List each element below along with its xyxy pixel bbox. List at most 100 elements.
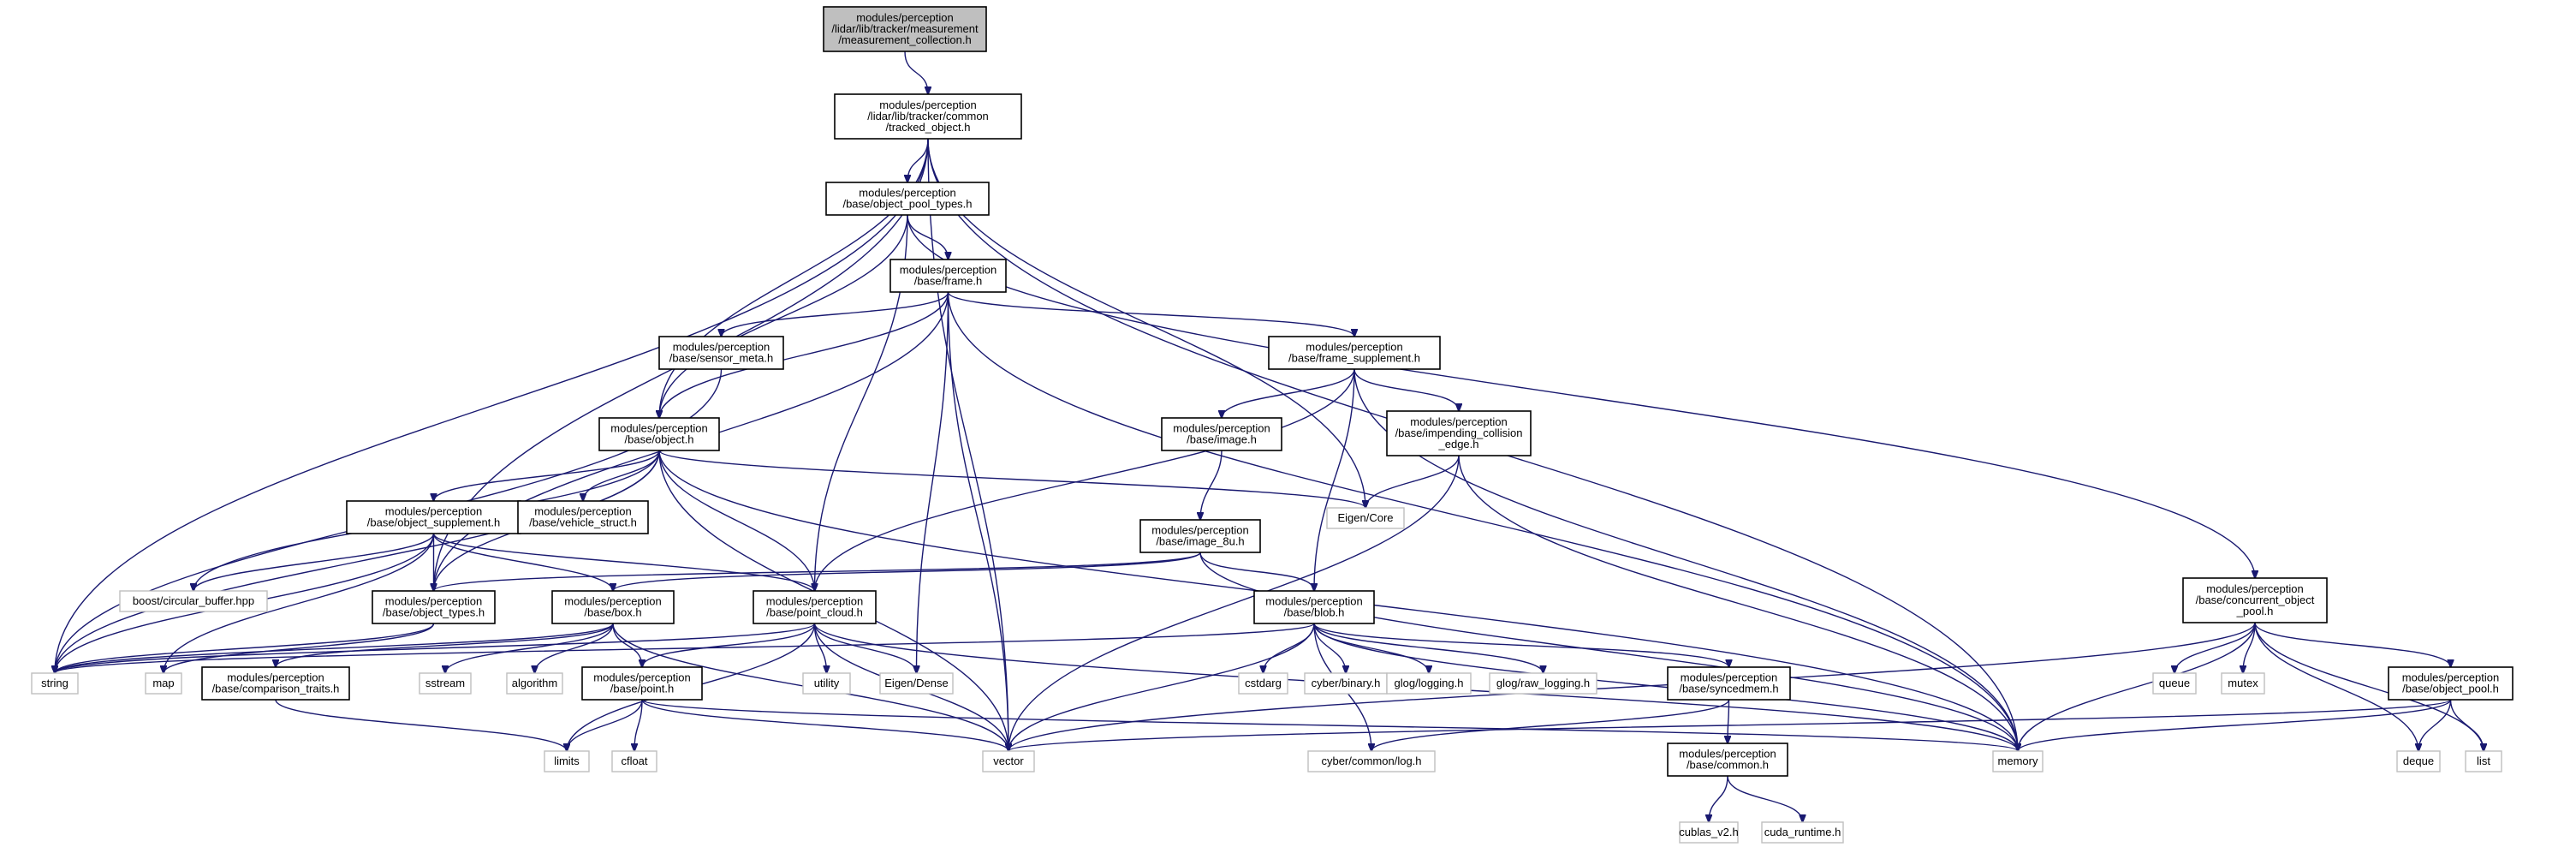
edge-syncedmem-to-cyber_common_log xyxy=(1371,699,1730,751)
node-deque: deque xyxy=(2396,750,2441,772)
node-box-image_8u[interactable] xyxy=(1139,519,1261,553)
node-box-sensor_meta[interactable] xyxy=(658,336,784,370)
node-syncedmem[interactable]: modules/perception/base/syncedmem.h xyxy=(1667,666,1791,701)
node-image_8u[interactable]: modules/perception/base/image_8u.h xyxy=(1139,519,1261,553)
node-box-point_cloud[interactable] xyxy=(753,590,877,624)
edge-tracked_object-to-string xyxy=(55,138,929,673)
node-box-glog_logging xyxy=(1386,672,1472,695)
edge-concurrent_object_pool-to-vector xyxy=(1008,622,2256,751)
node-frame_supplement[interactable]: modules/perception/base/frame_supplement… xyxy=(1268,336,1441,370)
edge-image_8u-to-box xyxy=(613,552,1201,591)
node-box-frame[interactable] xyxy=(889,259,1007,293)
edge-object_pool_types-to-object xyxy=(659,214,908,418)
node-image[interactable]: modules/perception/base/image.h xyxy=(1161,417,1282,451)
node-label-blob-line-0: modules/perception xyxy=(1265,595,1362,608)
edge-concurrent_object_pool-to-deque xyxy=(2254,622,2418,751)
node-label-frame-line-1: /base/frame.h xyxy=(914,275,983,288)
node-box-object_supplement[interactable] xyxy=(346,500,521,534)
edge-object_supplement-to-circular_buffer xyxy=(193,533,435,591)
node-box-cfloat xyxy=(611,750,657,772)
node-label-string-line-0: string xyxy=(41,677,68,689)
node-circular_buffer: boost/circular_buffer.hpp xyxy=(119,590,268,612)
node-box-sstream xyxy=(419,672,472,695)
edge-object-to-point_cloud xyxy=(658,450,815,591)
node-blob[interactable]: modules/perception/base/blob.h xyxy=(1253,590,1375,624)
node-label-sensor_meta-line-1: /base/sensor_meta.h xyxy=(669,352,773,365)
node-utility: utility xyxy=(802,672,851,695)
node-common[interactable]: modules/perception/base/common.h xyxy=(1667,743,1788,777)
edge-frame-to-eigen_dense xyxy=(917,291,949,673)
node-box-blob[interactable] xyxy=(1253,590,1375,624)
node-label-cublas_v2-line-0: cublas_v2.h xyxy=(1679,826,1738,838)
node-box-tracked_object[interactable] xyxy=(834,93,1022,140)
edge-object_supplement-to-point_cloud xyxy=(432,533,815,591)
node-tracked_object[interactable]: modules/perception/lidar/lib/tracker/com… xyxy=(834,93,1022,140)
node-glog_logging: glog/logging.h xyxy=(1386,672,1472,695)
node-label-measurement_collection-line-1: /lidar/lib/tracker/measurement xyxy=(831,22,979,35)
node-box-object_types[interactable] xyxy=(372,590,496,624)
edge-image_8u-to-memory xyxy=(1199,552,2018,751)
edge-concurrent_object_pool-to-memory xyxy=(2018,622,2256,751)
node-box-syncedmem[interactable] xyxy=(1667,666,1791,701)
node-point_cloud[interactable]: modules/perception/base/point_cloud.h xyxy=(753,590,877,624)
node-label-blob-line-1: /base/blob.h xyxy=(1284,606,1345,619)
node-box-point[interactable] xyxy=(581,666,703,701)
node-box-box[interactable] xyxy=(551,590,675,624)
node-label-box-line-0: modules/perception xyxy=(564,595,661,608)
node-box-frame_supplement[interactable] xyxy=(1268,336,1441,370)
node-box-concurrent_object_pool[interactable] xyxy=(2182,577,2328,623)
edge-point_cloud-to-string xyxy=(55,623,816,673)
node-concurrent_object_pool[interactable]: modules/perception/base/concurrent_objec… xyxy=(2182,577,2328,623)
node-point[interactable]: modules/perception/base/point.h xyxy=(581,666,703,701)
node-label-image_8u-line-1: /base/image_8u.h xyxy=(1156,535,1244,548)
node-label-eigen_core-line-0: Eigen/Core xyxy=(1337,511,1393,524)
node-sensor_meta[interactable]: modules/perception/base/sensor_meta.h xyxy=(658,336,784,370)
node-label-image-line-0: modules/perception xyxy=(1173,422,1270,435)
node-box-map xyxy=(145,672,182,695)
node-object[interactable]: modules/perception/base/object.h xyxy=(598,417,720,451)
node-label-object_pool-line-1: /base/object_pool.h xyxy=(2402,683,2499,695)
node-object_supplement[interactable]: modules/perception/base/object_supplemen… xyxy=(346,500,521,534)
node-box-object_pool[interactable] xyxy=(2388,666,2514,701)
edge-frame-to-frame_supplement xyxy=(947,291,1355,337)
edge-object-to-object_supplement xyxy=(434,450,660,501)
node-box-object[interactable] xyxy=(598,417,720,451)
node-box-vehicle_struct[interactable] xyxy=(517,500,649,534)
edge-blob-to-vector xyxy=(1008,623,1315,751)
edge-blob-to-glog_raw_logging xyxy=(1313,623,1544,673)
edge-point_cloud-to-eigen_dense xyxy=(813,623,917,673)
node-box[interactable]: modules/perception/base/box.h xyxy=(551,590,675,624)
node-box-common[interactable] xyxy=(1667,743,1788,777)
edge-image-to-image_8u xyxy=(1200,450,1223,520)
node-comparison_traits[interactable]: modules/perception/base/comparison_trait… xyxy=(201,666,350,701)
node-box-algorithm xyxy=(506,672,563,695)
edge-common-to-cuda_runtime xyxy=(1727,775,1803,822)
node-label-common-line-1: /base/common.h xyxy=(1687,759,1769,772)
node-label-list-line-0: list xyxy=(2477,755,2490,767)
node-object_pool[interactable]: modules/perception/base/object_pool.h xyxy=(2388,666,2514,701)
node-frame[interactable]: modules/perception/base/frame.h xyxy=(889,259,1007,293)
node-object_pool_types[interactable]: modules/perception/base/object_pool_type… xyxy=(825,182,990,216)
node-vehicle_struct[interactable]: modules/perception/base/vehicle_struct.h xyxy=(517,500,649,534)
node-label-frame_supplement-line-1: /base/frame_supplement.h xyxy=(1288,352,1420,365)
node-box-comparison_traits[interactable] xyxy=(201,666,350,701)
node-impending_collision_edge[interactable]: modules/perception/base/impending_collis… xyxy=(1386,410,1532,456)
node-label-point-line-1: /base/point.h xyxy=(610,683,674,695)
node-object_types[interactable]: modules/perception/base/object_types.h xyxy=(372,590,496,624)
node-box-image[interactable] xyxy=(1161,417,1282,451)
edge-image_8u-to-blob xyxy=(1199,552,1314,591)
node-box-glog_raw_logging xyxy=(1489,672,1597,695)
node-measurement_collection[interactable]: modules/perception/lidar/lib/tracker/mea… xyxy=(823,6,987,52)
node-box-measurement_collection[interactable] xyxy=(823,6,987,52)
node-label-measurement_collection-line-2: /measurement_collection.h xyxy=(838,33,971,46)
edge-impending_collision_edge-to-vector xyxy=(1008,455,1460,751)
edge-box-to-algorithm xyxy=(535,623,614,673)
edge-concurrent_object_pool-to-mutex xyxy=(2243,622,2256,673)
node-box-eigen_dense xyxy=(879,672,954,695)
node-glog_raw_logging: glog/raw_logging.h xyxy=(1489,672,1597,695)
node-box-circular_buffer xyxy=(119,590,268,612)
node-box-object_pool_types[interactable] xyxy=(825,182,990,216)
node-label-image-line-1: /base/image.h xyxy=(1187,433,1257,446)
node-box-deque xyxy=(2396,750,2441,772)
node-box-impending_collision_edge[interactable] xyxy=(1386,410,1532,456)
